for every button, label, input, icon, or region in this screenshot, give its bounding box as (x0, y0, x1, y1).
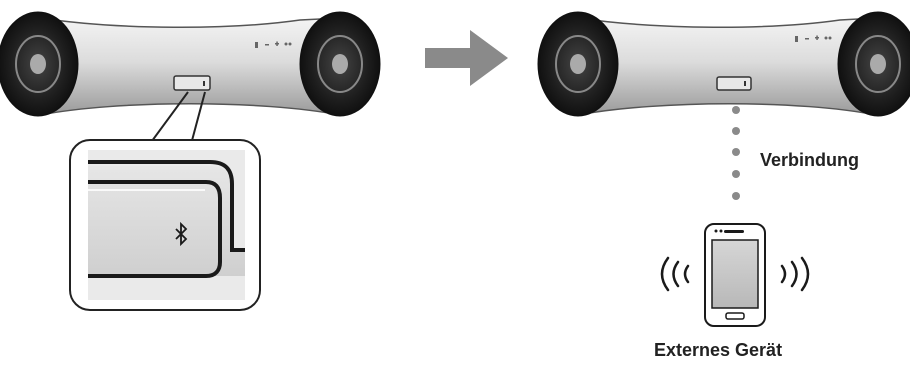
pairing-button-right[interactable] (717, 77, 751, 90)
speaker-right (538, 12, 910, 116)
pairing-button-left[interactable] (174, 76, 210, 90)
speaker-grill-left (0, 12, 78, 116)
external-device-label: Externes Gerät (654, 340, 782, 361)
smartphone (705, 224, 765, 326)
speaker-grill-left (538, 12, 618, 116)
arrow-right-icon (425, 30, 508, 86)
speaker-left (0, 12, 380, 116)
speaker-grill-right (300, 12, 380, 116)
closeup-pairing-button (70, 140, 260, 310)
connection-dots (732, 106, 740, 200)
connection-label: Verbindung (760, 150, 859, 171)
